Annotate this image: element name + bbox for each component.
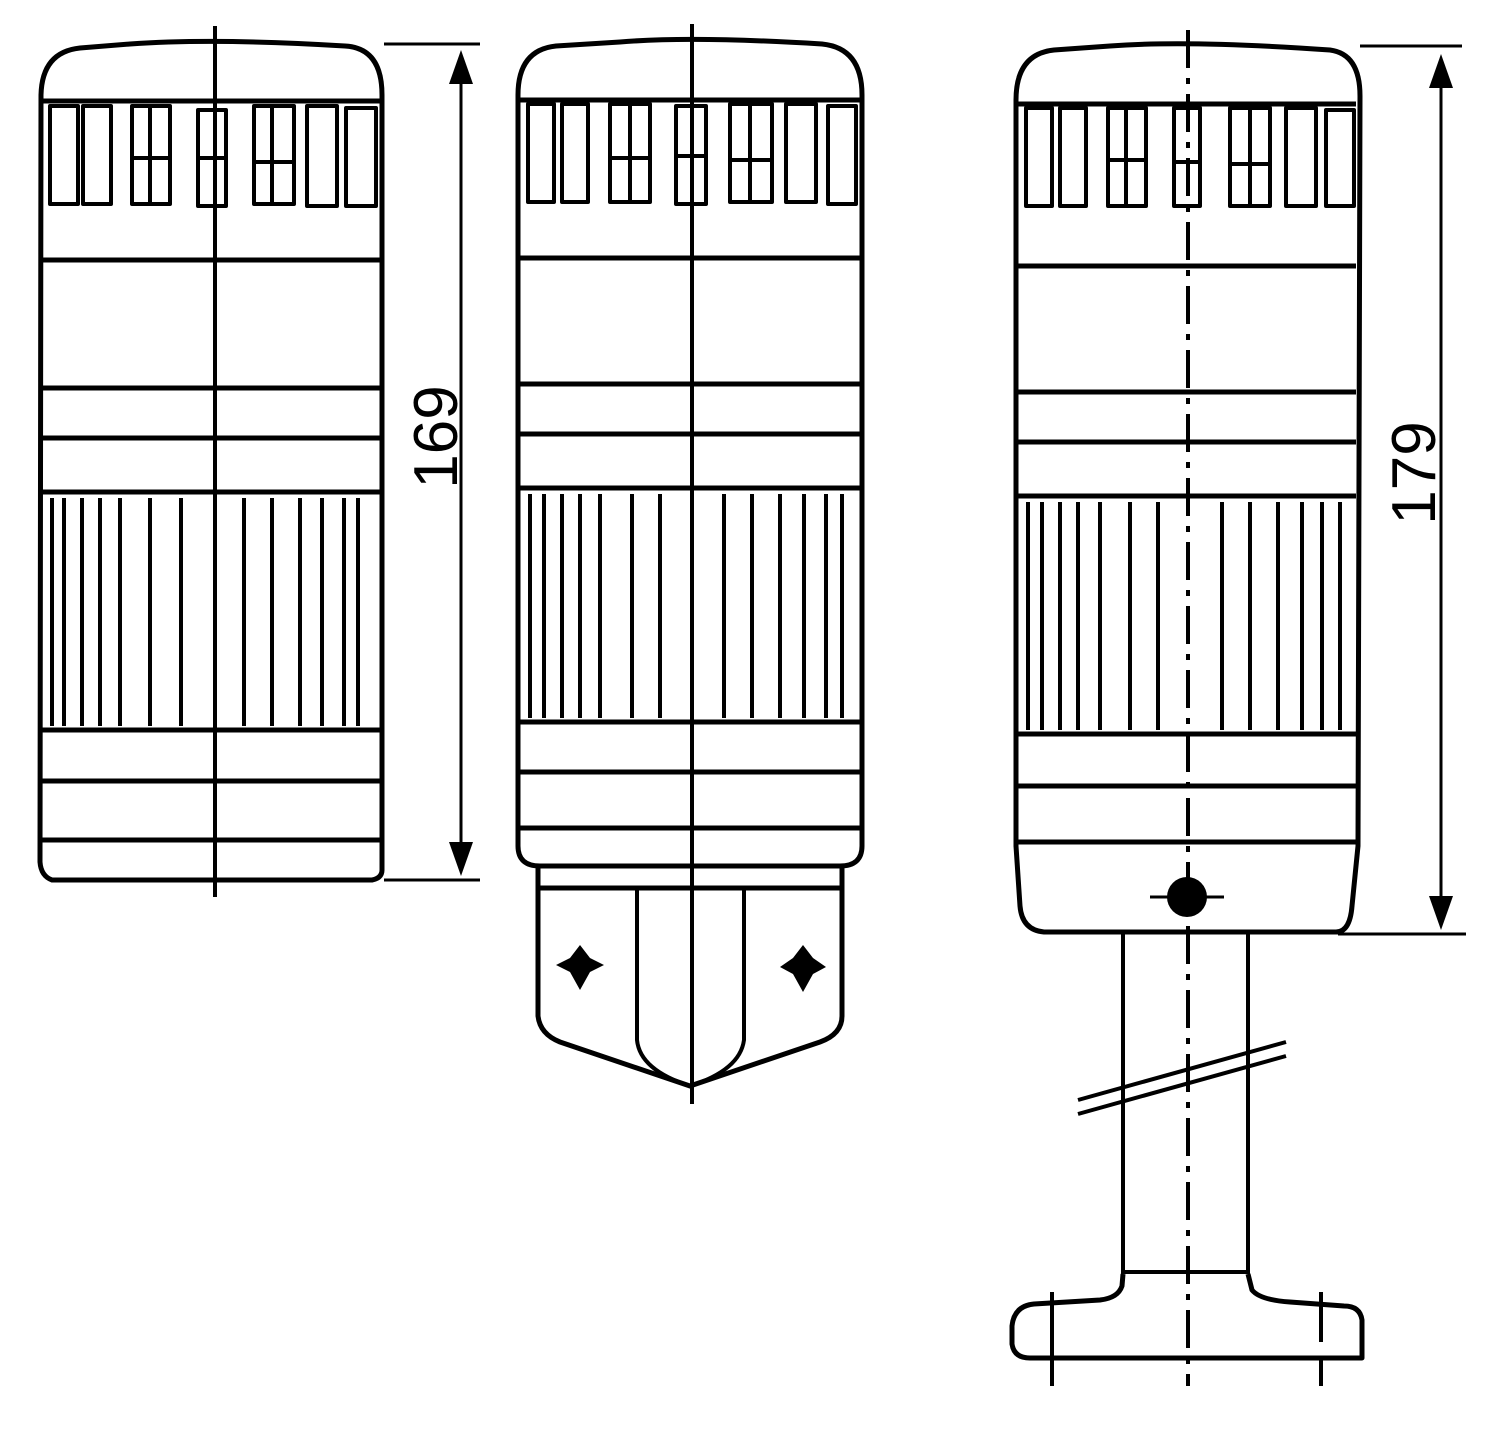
view-3-tube-mount xyxy=(1009,30,1466,1386)
view-1-base-mount xyxy=(37,26,480,897)
dimension-label-169: 169 xyxy=(402,385,471,489)
arrow-up-icon xyxy=(1429,54,1453,88)
arrow-up-icon xyxy=(449,50,473,84)
screw-hole-icon xyxy=(556,945,604,990)
arrow-down-icon xyxy=(449,842,473,876)
screw-hole-icon xyxy=(780,945,826,992)
arrow-down-icon xyxy=(1429,896,1453,930)
dimension-label-179: 179 xyxy=(1380,421,1449,525)
view-2-bracket-mount xyxy=(515,24,865,1104)
